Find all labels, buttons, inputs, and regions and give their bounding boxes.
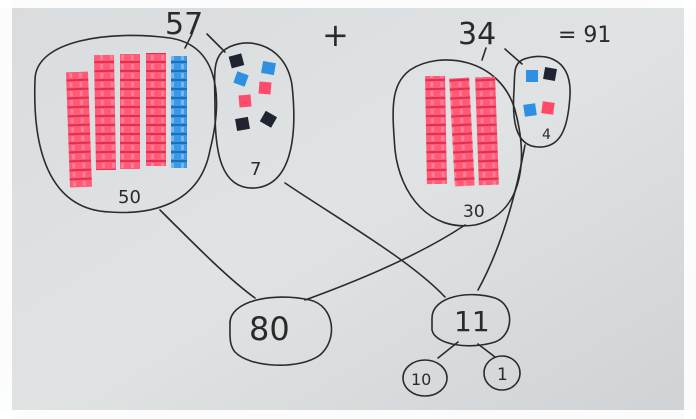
label-split-ten: 10 (411, 370, 431, 389)
group-ones-a-outline (213, 42, 295, 189)
blue-cube (233, 71, 249, 87)
label-split-one: 1 (497, 365, 508, 385)
label-tens-a: 50 (118, 187, 141, 208)
black-cube (259, 110, 278, 128)
red-rod (146, 53, 166, 166)
label-ones-sum: 11 (454, 305, 490, 338)
ones-cubes-b (523, 67, 557, 117)
black-cube (235, 116, 250, 131)
blue-cube (526, 70, 538, 82)
line-30-to-80 (304, 224, 466, 301)
blue-cube (261, 61, 276, 76)
tens-rods-a (65, 53, 187, 188)
red-rod (425, 75, 447, 185)
group-ones-b-outline (512, 55, 571, 148)
red-cube (541, 101, 555, 115)
red-rod (475, 76, 499, 186)
tens-rods-b (425, 75, 499, 187)
addend-b: 34 (458, 17, 496, 52)
addend-a: 57 (165, 7, 203, 42)
label-tens-sum: 80 (249, 310, 290, 348)
ones-cubes-a (228, 53, 278, 131)
red-rod (65, 71, 92, 188)
blue-rod (171, 56, 187, 168)
equals-result: = 91 (558, 23, 611, 48)
sum-ones-outline (431, 293, 511, 347)
line-11-to-1 (477, 343, 496, 358)
split-ten-outline (402, 359, 448, 397)
line-7-to-11 (284, 182, 446, 298)
split-one-outline (483, 355, 521, 391)
red-cube (238, 94, 252, 108)
label-tens-b: 30 (463, 202, 485, 222)
label-ones-a: 7 (250, 159, 261, 180)
line-50-to-80 (159, 209, 256, 299)
red-cube (258, 81, 272, 95)
group-tens-b-outline (392, 59, 523, 227)
label-ones-b: 4 (542, 127, 551, 143)
red-rod (449, 77, 475, 187)
sum-tens-outline (229, 296, 333, 366)
red-rod (120, 54, 140, 169)
blue-cube (523, 103, 537, 117)
red-rod (94, 54, 117, 171)
group-tens-a-outline (33, 34, 218, 214)
black-cube (543, 67, 557, 81)
plus-sign: + (322, 16, 349, 54)
black-cube (228, 53, 245, 69)
